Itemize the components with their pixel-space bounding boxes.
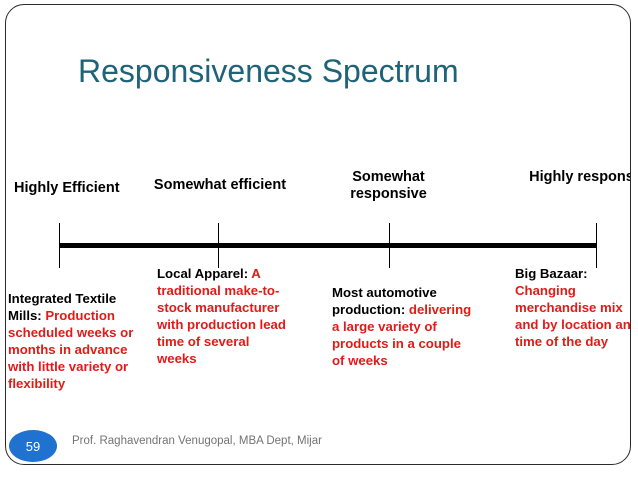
description-block-big-bazaar: Big Bazaar: Changing merchandise mix and…	[515, 266, 631, 351]
footer-credit: Prof. Raghavendran Venugopal, MBA Dept, …	[72, 435, 322, 447]
description-body: A traditional make-to-stock manufacturer…	[157, 266, 286, 366]
description-lead: Integrated Textile Mills:	[8, 291, 117, 323]
description-block-textile-mills: Integrated Textile Mills: Production sch…	[8, 291, 150, 393]
page-title: Responsiveness Spectrum	[78, 53, 459, 89]
axis-label-highly-efficient: Highly Efficient	[14, 180, 120, 196]
description-lead: Big Bazaar:	[515, 266, 588, 281]
axis-label-highly-responsive: Highly responsive	[529, 169, 630, 185]
description-lead: Local Apparel:	[157, 266, 249, 281]
axis-label-somewhat-efficient: Somewhat efficient	[153, 177, 287, 193]
description-block-local-apparel: Local Apparel: A traditional make-to-sto…	[157, 266, 287, 368]
axis-label-somewhat-responsive: Somewhat responsive	[350, 169, 427, 202]
page-number-badge: 59	[9, 430, 57, 462]
description-body: Changing merchandise mix and by location…	[515, 282, 631, 349]
axis-tick-4	[596, 223, 597, 268]
slide-canvas: Responsiveness Spectrum Highly Efficient…	[5, 4, 631, 465]
spectrum-axis-line	[59, 243, 597, 248]
description-lead: Most automotive production:	[332, 285, 437, 317]
description-body: delivering a large variety of products i…	[332, 301, 472, 368]
description-block-automotive: Most automotive production: delivering a…	[332, 285, 474, 370]
axis-tick-1	[59, 223, 60, 268]
axis-tick-3	[389, 223, 390, 268]
description-body: Production scheduled weeks or months in …	[8, 307, 134, 391]
axis-tick-2	[218, 223, 219, 268]
